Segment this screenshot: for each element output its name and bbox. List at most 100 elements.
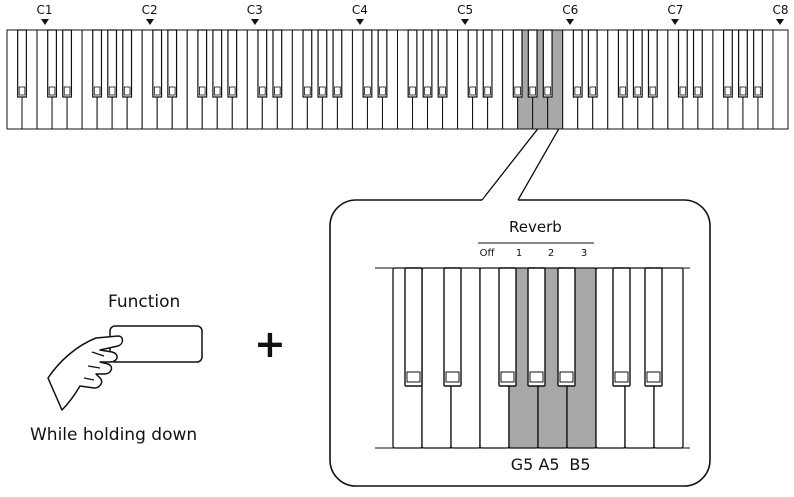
- black-key: [753, 29, 763, 98]
- marker-arrow-icon: [145, 19, 154, 25]
- black-key: [47, 29, 58, 98]
- black-key: [272, 29, 283, 98]
- octave-label: C2: [141, 3, 158, 17]
- function-button-shape: [109, 325, 203, 363]
- reverb-option: 3: [580, 248, 588, 259]
- black-key-tip: [424, 86, 431, 96]
- zoom-black-key-tip: [445, 371, 460, 383]
- black-key-tip: [634, 86, 642, 96]
- black-key-tip: [259, 86, 266, 96]
- black-key-tip: [589, 86, 597, 96]
- black-key-tip: [63, 86, 71, 96]
- hand-pressing-icon: [47, 335, 124, 411]
- black-key-tip: [168, 86, 176, 96]
- black-key: [437, 29, 448, 98]
- octave-label: C4: [351, 3, 368, 17]
- black-key: [527, 29, 538, 98]
- full-keyboard: [6, 29, 789, 130]
- zoom-black-key-tip: [529, 371, 544, 383]
- black-key-tip: [514, 86, 521, 96]
- black-key-tip: [153, 86, 161, 96]
- black-key-tip: [48, 86, 56, 96]
- black-key: [122, 29, 133, 98]
- black-key-tip: [334, 86, 341, 96]
- white-key: [772, 29, 789, 130]
- black-key: [167, 29, 178, 98]
- marker-arrow-icon: [671, 19, 680, 25]
- black-key: [467, 29, 478, 98]
- black-key: [677, 29, 688, 98]
- black-key: [632, 29, 643, 98]
- black-key-tip: [214, 86, 221, 96]
- black-key: [722, 29, 733, 98]
- callout-frame: [329, 199, 711, 487]
- marker-arrow-icon: [250, 19, 259, 25]
- zoom-black-key: [404, 267, 423, 387]
- zoom-black-key: [644, 267, 663, 387]
- black-key-tip: [409, 86, 416, 96]
- black-key: [227, 29, 238, 98]
- black-key-tip: [198, 86, 206, 96]
- octave-label: C6: [562, 3, 579, 17]
- zoom-black-key-tip: [614, 371, 629, 383]
- callout-pointer: [480, 128, 560, 201]
- marker-arrow-icon: [776, 19, 785, 25]
- black-key-tip: [229, 86, 236, 96]
- zoom-black-key: [612, 267, 631, 387]
- octave-label: C3: [246, 3, 263, 17]
- black-key-tip: [274, 86, 281, 96]
- black-key-tip: [529, 86, 536, 96]
- black-key: [62, 29, 73, 98]
- black-key: [542, 29, 553, 98]
- black-key: [92, 29, 103, 98]
- while-holding-caption: While holding down: [30, 425, 198, 445]
- black-key-tip: [679, 86, 687, 96]
- callout-lines: [481, 128, 560, 201]
- note-label: A5: [538, 455, 560, 474]
- black-key: [587, 29, 598, 98]
- black-key: [377, 29, 388, 98]
- marker-arrow-icon: [40, 19, 49, 25]
- zoom-black-key-tip: [406, 371, 421, 383]
- octave-label: C5: [457, 3, 474, 17]
- black-key-tip: [469, 86, 476, 96]
- zoom-black-key: [527, 267, 546, 387]
- black-key: [302, 29, 313, 98]
- note-label: G5: [510, 455, 534, 474]
- black-key: [197, 29, 208, 98]
- marker-arrow-icon: [461, 19, 470, 25]
- zoom-black-key-tip: [500, 371, 515, 383]
- black-key: [407, 29, 418, 98]
- black-key: [647, 29, 658, 98]
- black-key: [572, 29, 583, 98]
- black-key-tip: [18, 86, 26, 96]
- octave-label: C1: [36, 3, 53, 17]
- plus-icon: +: [254, 322, 286, 366]
- black-key-tip: [319, 86, 326, 96]
- reverb-option: 2: [547, 248, 555, 259]
- function-area: [47, 325, 203, 411]
- zoom-black-key-tip: [559, 371, 574, 383]
- black-key-tip: [93, 86, 101, 96]
- callout-gap: [482, 195, 518, 203]
- black-key: [482, 29, 493, 98]
- black-key-tip: [364, 86, 371, 96]
- black-key: [512, 29, 523, 98]
- black-key-tip: [694, 86, 702, 96]
- zoom-black-key: [498, 267, 517, 387]
- black-key-tip: [574, 86, 581, 96]
- marker-arrow-icon: [566, 19, 575, 25]
- black-key-tip: [379, 86, 386, 96]
- black-key-tip: [439, 86, 446, 96]
- black-key-tip: [484, 86, 491, 96]
- black-key-tip: [754, 86, 762, 96]
- octave-label: C8: [772, 3, 789, 17]
- zoomed-keyboard: [375, 242, 690, 449]
- zoom-black-key-tip: [646, 371, 661, 383]
- black-key-tip: [619, 86, 627, 96]
- hand-fingers: [83, 351, 105, 381]
- black-key-tip: [724, 86, 732, 96]
- black-key-tip: [108, 86, 116, 96]
